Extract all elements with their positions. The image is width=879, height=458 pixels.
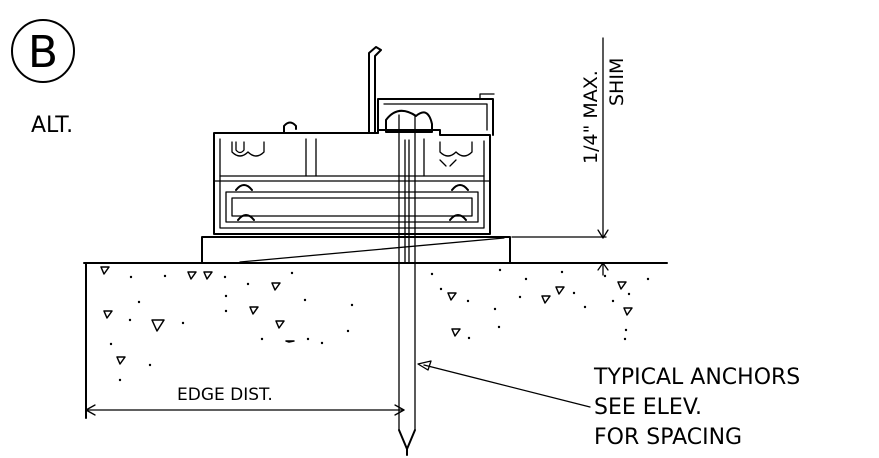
sill-extrusion xyxy=(213,46,495,235)
anchor-note-line-2: SEE ELEV. xyxy=(594,395,702,420)
edge-distance-dimension: EDGE DIST. xyxy=(85,385,405,416)
shim-dimension-value: 1/4" MAX. xyxy=(580,70,602,164)
extrusion-vertical-leg xyxy=(368,46,382,134)
detail-marker-sublabel: ALT. xyxy=(31,113,73,138)
concrete-slab xyxy=(83,262,668,419)
extrusion-outer xyxy=(213,129,491,235)
slab-aggregate-triangles xyxy=(100,266,633,365)
anchor-bolt xyxy=(398,114,416,456)
detail-marker: B ALT. xyxy=(11,19,75,138)
shim-plate xyxy=(201,236,511,264)
detail-marker-circle xyxy=(11,19,75,83)
shim-dimension-label: SHIM xyxy=(606,58,628,106)
anchor-bolt-tip xyxy=(398,429,416,450)
edge-distance-label: EDGE DIST. xyxy=(177,385,273,405)
anchor-note-line-3: FOR SPACING xyxy=(594,425,742,450)
anchor-note: TYPICAL ANCHORS SEE ELEV. FOR SPACING xyxy=(417,360,800,450)
shim-plate-outline xyxy=(201,236,511,264)
anchor-leader-line xyxy=(423,364,591,408)
slab-aggregate-dots xyxy=(109,268,650,382)
detail-marker-letter: B xyxy=(28,27,58,78)
anchor-note-line-1: TYPICAL ANCHORS xyxy=(593,365,800,390)
shim-wedge-line xyxy=(239,237,505,263)
shim-dimension: 1/4" MAX. SHIM xyxy=(511,37,628,276)
